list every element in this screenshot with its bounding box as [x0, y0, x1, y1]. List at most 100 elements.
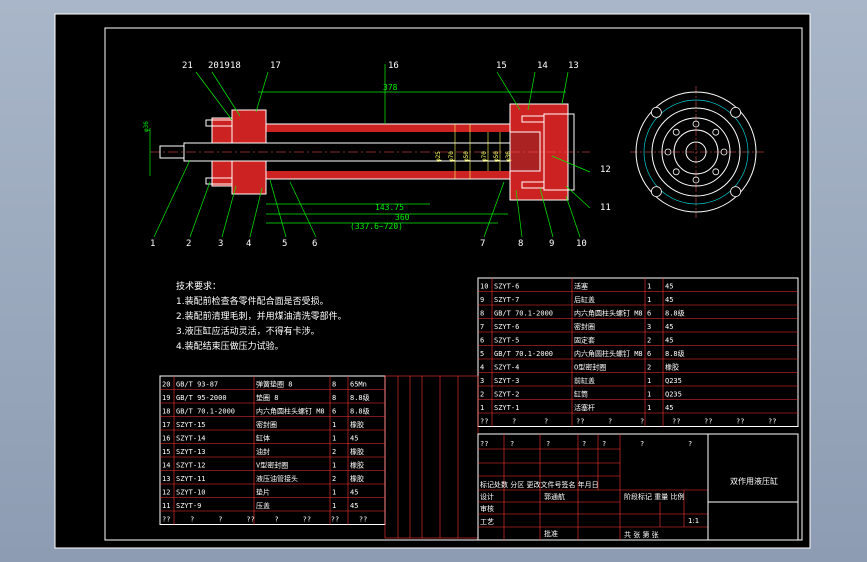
bom-upper-r3-name: 密封圈	[574, 322, 595, 331]
dim-bottom-2: 360	[395, 213, 410, 222]
bom-lower-footer-0: ??	[162, 516, 170, 524]
callout-top-10: 11	[600, 203, 611, 213]
bom-lower-r7-qty: 2	[332, 475, 336, 483]
bore-label-3: φ70	[481, 151, 488, 162]
bom-lower-r6-no: 14	[162, 462, 170, 470]
title-qmark-4: ?	[602, 440, 606, 448]
drawing-title: 双作用液压缸	[730, 476, 778, 486]
callout-bottom-5: 6	[312, 239, 317, 249]
title-check-label: 审核	[480, 504, 494, 513]
cylinder-end-view	[630, 86, 764, 218]
bom-upper-r7-qty: 1	[647, 377, 651, 385]
bom-upper-r4-mat: 45	[665, 337, 673, 345]
bom-upper-r6-name: O型密封圈	[574, 363, 606, 372]
tech-req-2: 2.装配前清理毛刺，并用煤油清洗零部件。	[176, 310, 347, 322]
bore-label-5: φ36	[505, 151, 512, 162]
bom-upper-r5-mat: 8.8级	[665, 349, 685, 358]
bom-lower-r6-qty: 1	[332, 462, 336, 470]
bom-upper-r5-name: 内六角圆柱头螺钉 M8	[574, 349, 643, 358]
technical-requirements: 技术要求： 1.装配前检查各零件配合面是否受损。 2.装配前清理毛刺，并用煤油清…	[176, 280, 347, 352]
bom-lower-r5-name: 油封	[256, 447, 270, 456]
title-qmark-2: ?	[546, 440, 550, 448]
bom-lower-r8-mat: 45	[350, 489, 358, 497]
title-process-label: 工艺	[480, 518, 494, 526]
bom-lower-footer-2: ?	[218, 516, 222, 524]
bom-lower-r5-no: 15	[162, 448, 170, 456]
bom-upper-r0-code: SZYT-6	[494, 283, 519, 291]
bom-lower-r4-mat: 45	[350, 435, 358, 443]
bom-upper-r3-no: 7	[480, 323, 484, 331]
dim-top-length: 378	[383, 83, 398, 92]
bom-lower-r6-mat: 橡胶	[350, 461, 364, 470]
bom-upper-r8-no: 2	[480, 391, 484, 399]
bom-lower-r2-code: GB/T 70.1-2000	[176, 408, 235, 416]
callout-bottom-6: 7	[480, 239, 485, 249]
bom-upper-r3-mat: 45	[665, 323, 673, 331]
bom-upper-footer-6: ??	[672, 418, 680, 426]
bom-upper-footer-3: ??	[576, 418, 584, 426]
bom-lower-r8-code: SZYT-10	[176, 489, 206, 497]
title-qmark-5: ?	[640, 440, 644, 448]
bom-lower-r1-code: GB/T 95-2000	[176, 394, 227, 402]
bom-upper-footer-4: ?	[608, 418, 612, 426]
bom-upper-r6-no: 4	[480, 364, 484, 372]
bom-lower-footer-7: ??	[359, 516, 367, 524]
bom-lower-footer-3: ??	[246, 516, 254, 524]
bom-upper-footer-0: ??	[480, 418, 488, 426]
bom-lower-r8-qty: 1	[332, 489, 336, 497]
bom-upper-r4-no: 6	[480, 337, 484, 345]
dim-bottom-1: 143.75	[375, 203, 404, 212]
title-scale: 1:1	[688, 517, 699, 525]
bom-lower-r9-mat: 45	[350, 502, 358, 510]
tech-req-1: 1.装配前检查各零件配合面是否受损。	[176, 295, 329, 307]
title-design-label: 设计	[480, 492, 494, 501]
bom-upper-r7-mat: Q235	[665, 377, 682, 385]
title-block: 标记处数 分区 更改文件号签名 年月日 设计 郭通航 审核 工艺 批准 阶段标记…	[477, 433, 799, 541]
tech-req-title: 技术要求：	[176, 280, 221, 292]
bom-lower-r3-no: 17	[162, 421, 170, 429]
bom-lower-footer-4: ?	[275, 516, 279, 524]
bom-lower-r9-name: 压盖	[256, 501, 270, 510]
inner-frame	[104, 27, 803, 541]
bore-label-0: φ25	[435, 151, 442, 162]
barrel-top-wall	[266, 124, 510, 132]
callout-top-7: 14	[537, 61, 548, 71]
callout-bottom-3: 4	[246, 239, 251, 249]
callout-top-6: 15	[496, 61, 507, 71]
bom-lower-r0-no: 20	[162, 381, 170, 389]
bom-lower-r5-mat: 橡胶	[350, 447, 364, 456]
bom-upper-r9-no: 1	[480, 404, 484, 412]
bom-upper-r1-no: 9	[480, 296, 484, 304]
bom-lower-r5-qty: 2	[332, 448, 336, 456]
bore-label-1: φ70	[448, 151, 455, 162]
bom-upper-r6-mat: 橡胶	[665, 363, 679, 372]
bom-upper-r2-code: GB/T 70.1-2000	[494, 310, 553, 318]
callout-top-9: 12	[600, 165, 611, 175]
bom-upper-r2-no: 8	[480, 310, 484, 318]
callout-top-5: 16	[388, 61, 399, 71]
title-sheets: 共 张 第 张	[624, 530, 659, 539]
bom-lower-r4-code: SZYT-14	[176, 435, 206, 443]
bom-upper-r0-name: 活塞	[574, 282, 588, 291]
callout-bottom-8: 9	[549, 239, 554, 249]
bom-lower-r4-qty: 1	[332, 435, 336, 443]
bom-upper-footer-5: ?	[640, 418, 644, 426]
bom-upper-r9-qty: 1	[647, 404, 651, 412]
bom-lower-r3-qty: 1	[332, 421, 336, 429]
bom-upper-r8-qty: 1	[647, 391, 651, 399]
bom-upper-r0-qty: 1	[647, 283, 651, 291]
bom-upper-r0-no: 10	[480, 283, 488, 291]
callout-bottom-7: 8	[518, 239, 523, 249]
callout-top-4: 17	[270, 61, 281, 71]
callout-top-0: 21	[182, 61, 193, 71]
bom-lower-r7-no: 13	[162, 475, 170, 483]
bom-lower-footer-1: ?	[190, 516, 194, 524]
bom-upper-r8-mat: Q235	[665, 391, 682, 399]
bom-upper-r2-mat: 8.8级	[665, 309, 685, 318]
